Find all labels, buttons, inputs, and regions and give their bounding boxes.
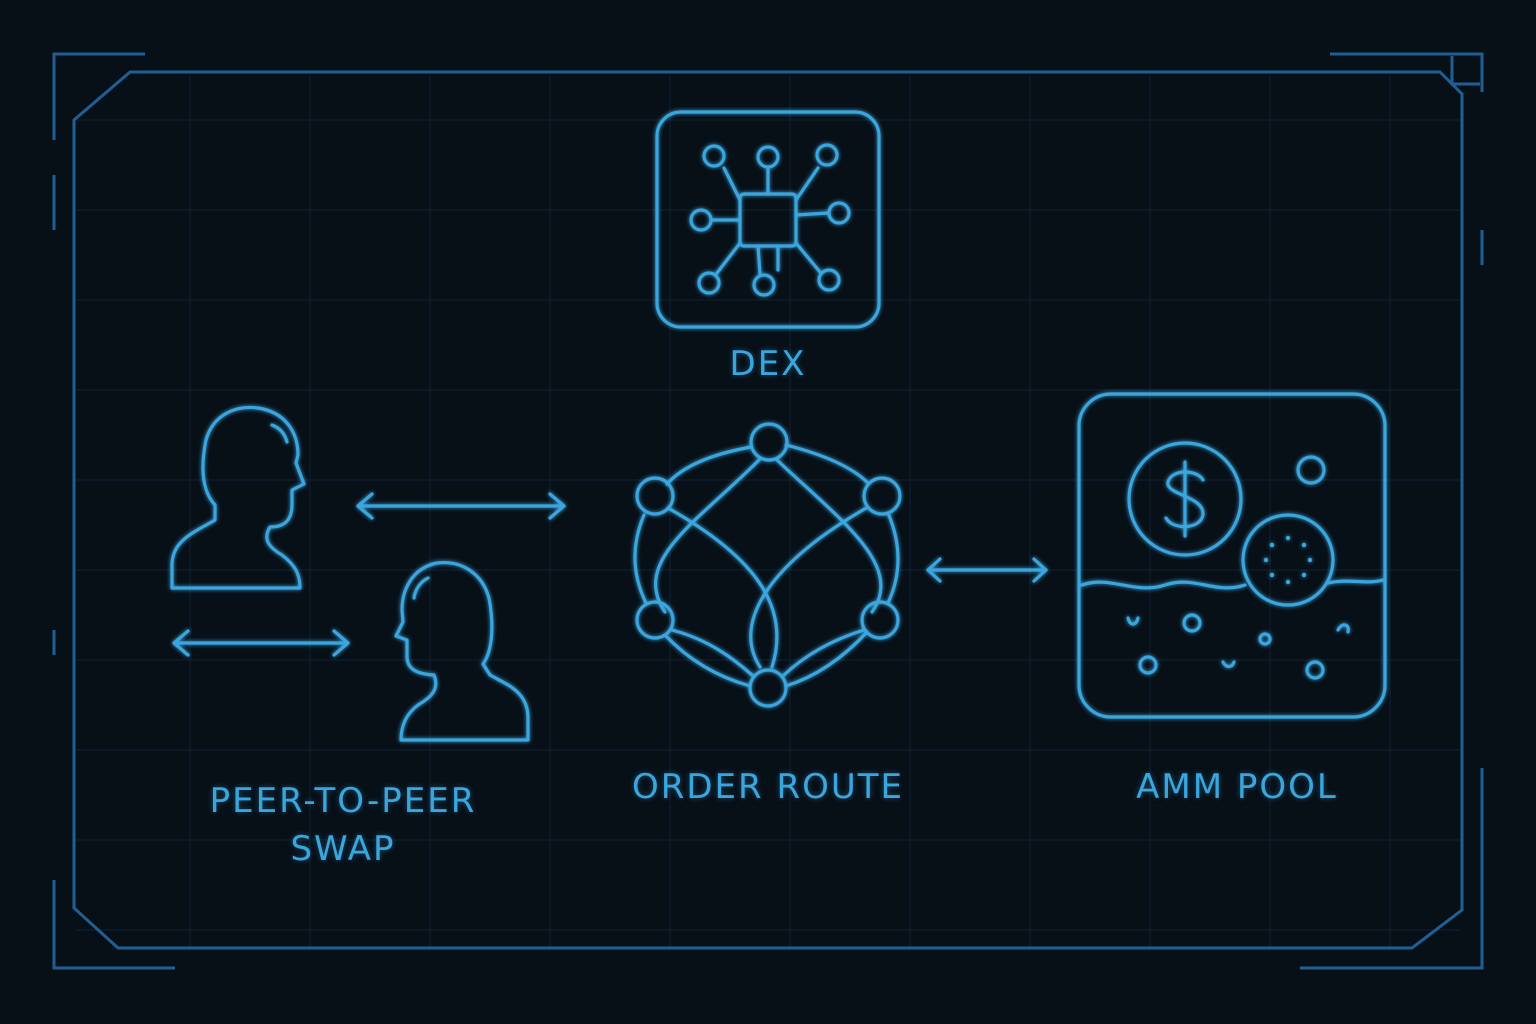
- background-grid: [75, 75, 1460, 950]
- peer-to-peer-label-line1: PEER-TO-PEER: [209, 781, 477, 821]
- liquidity-pool-icon: [1077, 392, 1387, 719]
- order-route-label: ORDER ROUTE: [631, 767, 904, 807]
- frame-corner-brackets: [52, 52, 1484, 970]
- double-arrow-icon: [926, 557, 1048, 583]
- coin-icon: [1241, 513, 1335, 607]
- double-arrow-icon: [356, 492, 566, 520]
- network-mesh-icon: [633, 422, 902, 708]
- chip-network-icon: [655, 110, 881, 329]
- amm-pool-label: AMM POOL: [1136, 767, 1338, 807]
- dollar-coin-icon: [1127, 441, 1243, 557]
- peer-to-peer-label-line2: SWAP: [290, 829, 396, 869]
- double-arrow-icon: [172, 629, 350, 657]
- person-silhouette-icon: [170, 405, 306, 590]
- person-silhouette-icon: [394, 560, 530, 742]
- dex-label: DEX: [729, 344, 807, 384]
- outer-frame: [72, 70, 1464, 950]
